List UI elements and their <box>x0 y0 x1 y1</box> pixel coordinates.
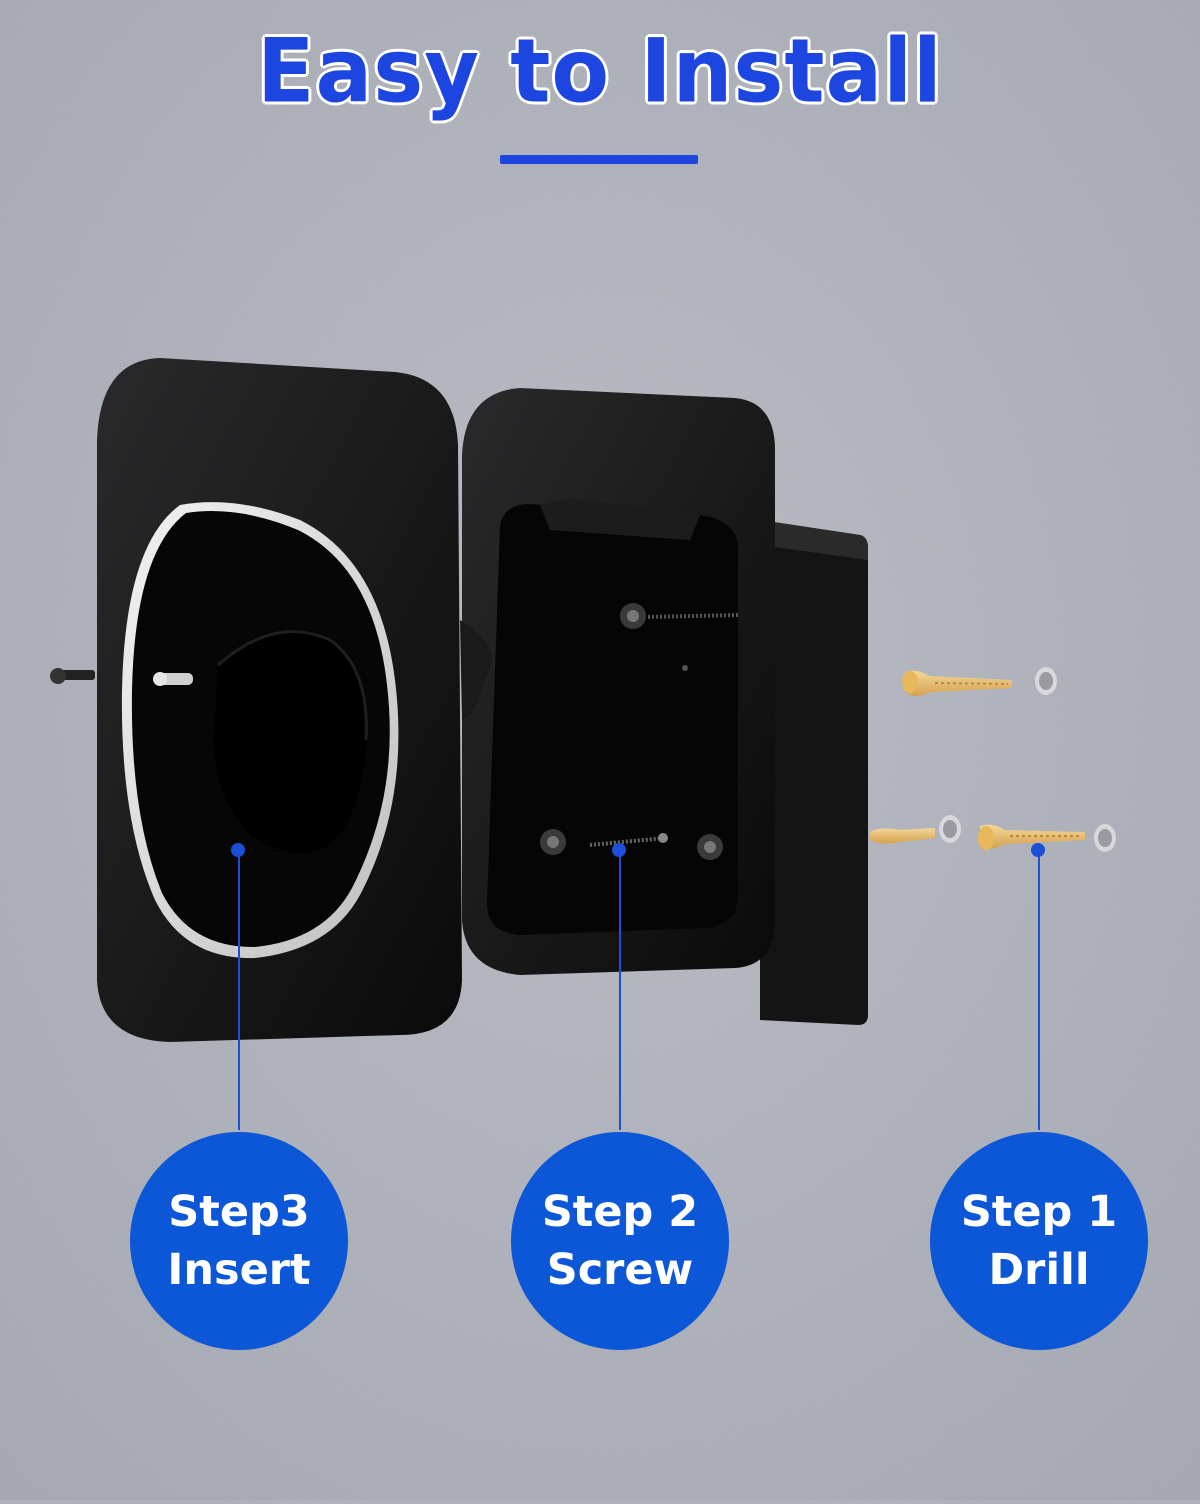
step2-action: Screw <box>546 1245 694 1295</box>
step2-leader-line <box>619 850 621 1130</box>
step2-label: Step 2 <box>541 1187 699 1237</box>
step3-insert-badge: Step3 Insert <box>130 1132 348 1350</box>
step1-leader-line <box>1038 850 1040 1130</box>
page-title: Easy to Install <box>257 19 943 123</box>
step1-label: Step 1 <box>960 1187 1118 1237</box>
step3-action: Insert <box>167 1245 311 1295</box>
side-pin <box>50 668 95 684</box>
step1-drill-badge: Step 1 Drill <box>930 1132 1148 1350</box>
title-underline <box>500 155 698 164</box>
step1-action: Drill <box>988 1245 1090 1295</box>
step3-label: Step3 <box>168 1187 310 1237</box>
charger-holster <box>97 358 492 1042</box>
step3-leader-line <box>238 850 240 1130</box>
step2-screw-badge: Step 2 Screw <box>511 1132 729 1350</box>
wall-anchors <box>870 667 1116 852</box>
wall-base-block <box>760 520 868 1025</box>
mounting-box <box>462 388 775 975</box>
